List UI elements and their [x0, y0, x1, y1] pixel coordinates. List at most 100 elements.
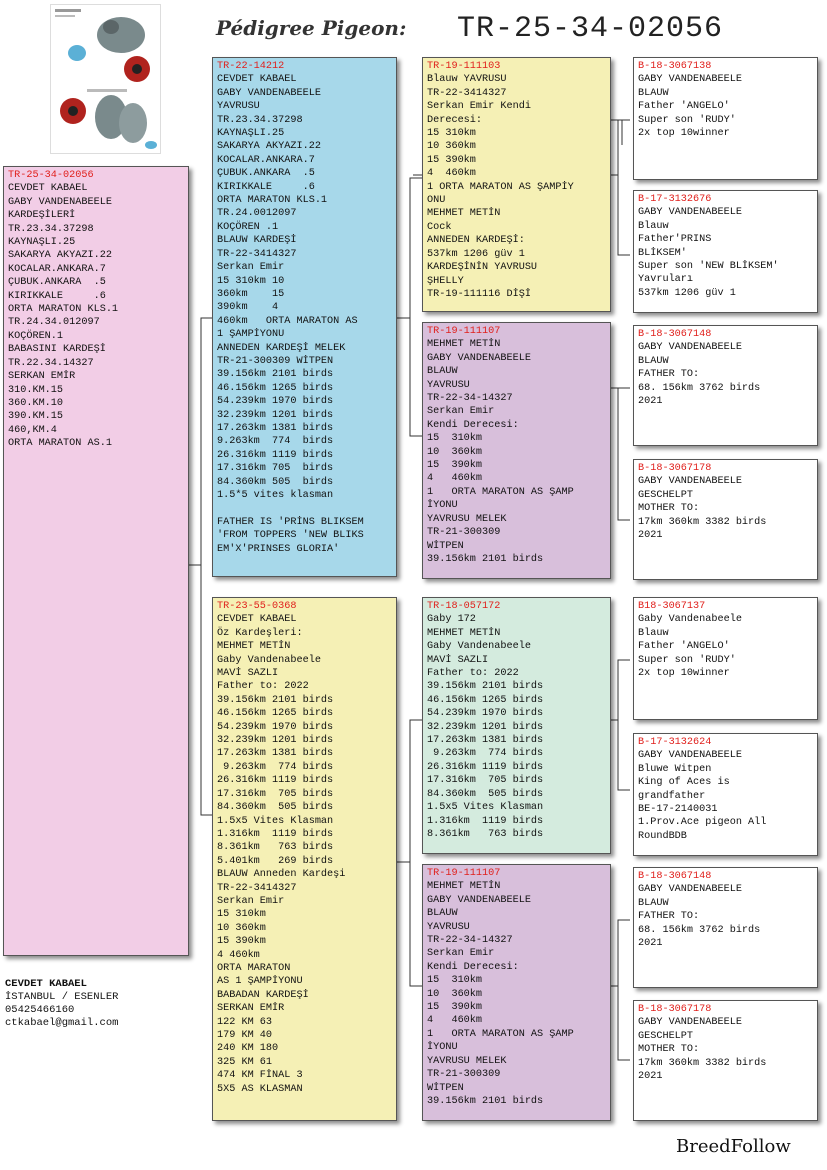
detail-line: Kendi Derecesi: — [427, 961, 519, 973]
owner-name: CEVDET KABAEL — [5, 978, 87, 990]
detail-line: 17km 360km 3382 birds — [638, 1057, 767, 1069]
detail-line: MAVİ SAZLI — [217, 668, 279, 680]
detail-line: GABY VANDENABEELE — [638, 74, 742, 86]
detail-line: KOCALAR.ANKARA.7 — [217, 154, 315, 166]
detail-line: Bluwe Witpen — [638, 763, 712, 775]
detail-line: 15 310km — [217, 909, 266, 921]
detail-line: MOTHER TO: — [638, 503, 700, 515]
detail-line: Öz Kardeşleri: — [217, 627, 303, 639]
detail-line: FATHER TO: — [638, 369, 700, 381]
detail-line: ORTA MARATON — [217, 962, 291, 974]
detail-line: 15 310km — [427, 433, 483, 445]
detail-line: 46.156km 1265 birds — [217, 382, 334, 394]
detail-line: KOÇÖREN.1 — [8, 330, 64, 342]
detail-line: AS 1 ŞAMPİYONU — [217, 976, 303, 988]
ring-number: B18-3067137 — [638, 601, 706, 612]
ring-number: B-18-3067148 — [638, 871, 712, 882]
detail-line: ÇUBUK.ANKARA .5 — [8, 277, 106, 289]
detail-line: BLAUW — [427, 366, 458, 378]
detail-line: 15 390km — [427, 460, 483, 472]
owner-phone[interactable]: 05425466160 — [5, 1004, 75, 1016]
detail-line: 2021 — [638, 530, 663, 542]
ring-number: B-17-3132676 — [638, 194, 712, 205]
detail-line — [217, 502, 393, 515]
detail-line: 84.360km 505 birds — [217, 802, 334, 814]
detail-line: ANNEDEN KARDEŞİ: — [427, 235, 525, 247]
detail-line: 17.263km 1381 birds — [217, 422, 334, 434]
detail-line: Father'PRINS — [638, 234, 712, 246]
detail-line: RoundBDB — [638, 830, 687, 842]
detail-line: 17.316km 705 birds — [427, 775, 544, 787]
detail-line: MAVİ SAZLI — [427, 654, 489, 666]
detail-line: 4 460km — [427, 1015, 483, 1027]
detail-line: 1.5x5 Vites Klasman — [217, 815, 334, 827]
detail-line: Father to: 2022 — [217, 681, 309, 693]
detail-line: Blauw — [638, 220, 669, 232]
detail-line: TR-21-300309 — [427, 527, 501, 539]
detail-line: TR.23.34.37298 — [8, 223, 94, 235]
detail-line: 54.239km 1970 birds — [217, 721, 334, 733]
detail-line: 122 KM 63 — [217, 1016, 273, 1028]
detail-line: BLİKSEM' — [638, 247, 687, 259]
detail-line: 9.263km 774 birds — [217, 761, 334, 773]
detail-line: BLAUW KARDEŞİ — [217, 235, 297, 247]
detail-line: BLAUW — [638, 355, 669, 367]
detail-line: 2021 — [638, 1071, 663, 1083]
detail-line: King of Aces is — [638, 777, 730, 789]
detail-line: 2021 — [638, 938, 663, 950]
detail-line: GABY VANDENABEELE — [427, 352, 531, 364]
detail-line: BE-17-2140031 — [638, 804, 718, 816]
detail-line: KIRIKKALE .6 — [217, 181, 315, 193]
detail-line: ORTA MARATON KLS.1 — [8, 304, 119, 316]
detail-line: 39.156km 2101 birds — [427, 1095, 544, 1107]
detail-line: GABY VANDENABEELE — [638, 750, 742, 762]
detail-line: CEVDET KABAEL — [8, 183, 88, 195]
detail-line: BLAUW — [427, 908, 458, 920]
detail-line: FATHER IS 'PRİNS BLIKSEM — [217, 516, 364, 528]
detail-line: Father 'ANGELO' — [638, 101, 730, 113]
ring-number: B-18-3067178 — [638, 463, 712, 474]
detail-line: 179 KM 40 — [217, 1030, 273, 1041]
detail-line: TR-22-3414327 — [217, 882, 297, 894]
detail-line: KAYNAŞLI.25 — [8, 237, 76, 249]
subject-ring-title: TR-25-34-02056 — [457, 12, 724, 46]
detail-line: 46.156km 1265 birds — [217, 708, 334, 720]
owner-email[interactable]: ctkabael@gmail.com — [5, 1017, 119, 1029]
detail-line: 460km ORTA MARATON AS — [217, 315, 358, 327]
detail-line: YAVRUSU MELEK — [427, 513, 507, 525]
detail-line: 1 ORTA MARATON AS ŞAMP — [427, 486, 574, 498]
detail-line: 15 390km — [427, 154, 476, 166]
detail-line: 8.361km 763 birds — [427, 828, 544, 840]
detail-line: 26.316km 1119 birds — [217, 775, 334, 787]
detail-line: ORTA MARATON AS.1 — [8, 438, 112, 450]
detail-line: ONU — [427, 195, 446, 207]
detail-line: 15 310km — [427, 975, 483, 987]
detail-line: 5X5 AS KLASMAN — [217, 1083, 303, 1095]
detail-line: GABY VANDENABEELE — [8, 196, 112, 208]
ring-number: B-18-3067148 — [638, 329, 712, 340]
ring-number: B-17-3132624 — [638, 737, 712, 748]
detail-line: YAVRUSU — [427, 921, 470, 933]
